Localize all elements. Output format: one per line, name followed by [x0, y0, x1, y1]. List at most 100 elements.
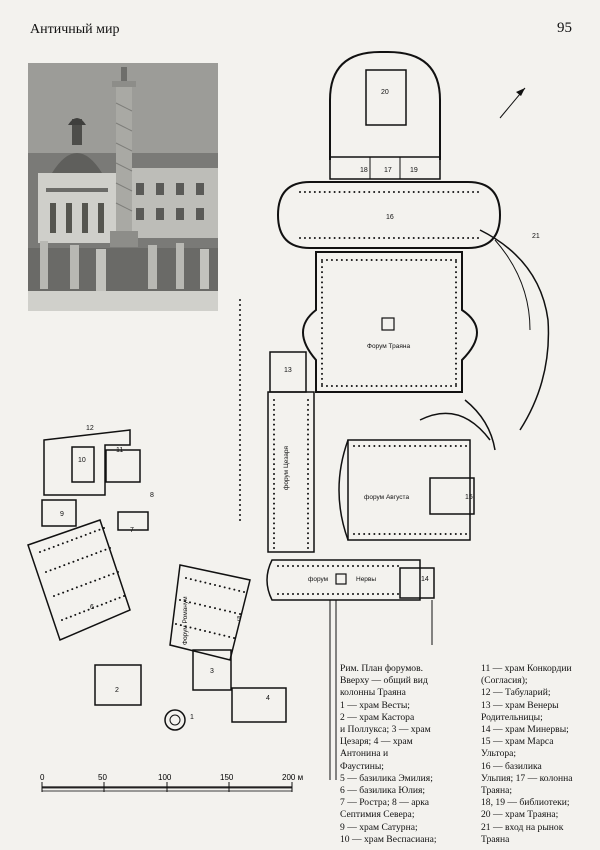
column-dot [321, 286, 323, 289]
scale-bar: 0 50 100 150 200 м [40, 773, 303, 792]
temple-15 [429, 477, 475, 515]
label-19: 19 [410, 167, 418, 174]
column-dot [83, 610, 86, 613]
column-dot [332, 565, 334, 567]
column-dot [465, 445, 467, 447]
temple-10 [71, 446, 95, 483]
column-dot [307, 433, 309, 436]
column-dot [72, 560, 75, 563]
column-dot [239, 309, 241, 311]
column-dot [444, 533, 447, 535]
column-dot [450, 385, 453, 387]
column-dot [273, 433, 275, 436]
column-dot [89, 532, 92, 535]
column-dot [239, 613, 241, 615]
caption-line: Септимия Севера; [340, 809, 415, 821]
column-dot [455, 332, 457, 335]
column-dot [402, 237, 405, 239]
column-dot [318, 237, 321, 239]
column-dot [392, 565, 394, 567]
column-dot [424, 533, 427, 535]
label-5: 5 [237, 616, 241, 623]
temple-11 [105, 449, 141, 483]
column-dot [365, 259, 368, 261]
column-dot [333, 237, 336, 239]
column-dot [214, 607, 216, 610]
column-dot [273, 487, 275, 490]
column-dot [204, 630, 206, 632]
column-dot [398, 533, 401, 535]
column-dot [189, 626, 192, 629]
column-dot [375, 259, 378, 261]
column-dot [437, 191, 440, 193]
column-dot [209, 582, 212, 585]
column-dot [239, 354, 241, 356]
temple-vesta [164, 709, 186, 731]
caption-line: Антонина и [340, 748, 389, 760]
column-dot [77, 559, 79, 561]
column-dot [321, 316, 323, 319]
column-dot [322, 593, 324, 595]
column-dot [321, 276, 323, 279]
column-dot [353, 237, 356, 239]
column-dot [58, 565, 61, 568]
column-dot [239, 344, 241, 346]
column-dot [412, 237, 415, 239]
column-dot [439, 533, 442, 535]
column-dot [373, 533, 376, 535]
forum-romanum-dots [39, 527, 245, 639]
temple-2 [94, 664, 142, 706]
column-dot [395, 385, 398, 387]
column-dot [400, 385, 403, 387]
column-dot [407, 191, 410, 193]
column-dot [402, 191, 405, 193]
label-forum-trajan: Форум Траяна [367, 343, 410, 350]
column-dot [57, 544, 60, 547]
column-dot [412, 191, 415, 193]
column-dot [297, 565, 299, 567]
column-dot [103, 527, 105, 529]
column-dot [378, 445, 381, 447]
column-dot [321, 291, 323, 294]
column-dot [179, 624, 182, 627]
column-dot [327, 565, 329, 567]
column-dot [378, 191, 381, 193]
column-dot [321, 383, 323, 385]
column-dot [62, 591, 65, 594]
column-dot [239, 459, 241, 461]
column-dot [43, 549, 46, 552]
column-dot [365, 385, 368, 387]
column-dot [239, 514, 241, 516]
column-dot [342, 593, 344, 595]
column-dot [420, 385, 423, 387]
column-dot [92, 607, 94, 609]
caption-line: 6 — базилика Юлия; [340, 785, 426, 797]
scale-tick-0: 0 [40, 773, 45, 782]
rostra-7 [117, 511, 149, 531]
column-dot [321, 342, 323, 345]
column-dot [370, 385, 373, 387]
column-dot [303, 237, 306, 239]
label-10: 10 [78, 457, 86, 464]
column-dot [239, 324, 241, 326]
column-dot [455, 301, 457, 304]
column-dot [273, 443, 275, 446]
column-dot [199, 628, 202, 631]
column-dot [333, 191, 336, 193]
column-dot [410, 385, 413, 387]
scale-tick-50: 50 [98, 773, 107, 782]
column-dot [313, 191, 316, 193]
column-dot [307, 458, 309, 461]
column-dot [307, 565, 309, 567]
column-dot [239, 454, 241, 456]
column-dot [273, 423, 275, 426]
column-dot [239, 484, 241, 486]
column-dot [282, 565, 284, 567]
column-dot [455, 383, 457, 385]
column-dot [375, 385, 378, 387]
label-forum-romanum: Форум Романум [182, 596, 189, 645]
caption-line: и Поллукса; 3 — храм [340, 724, 431, 736]
column-dot [273, 399, 275, 401]
column-dot [307, 413, 309, 416]
